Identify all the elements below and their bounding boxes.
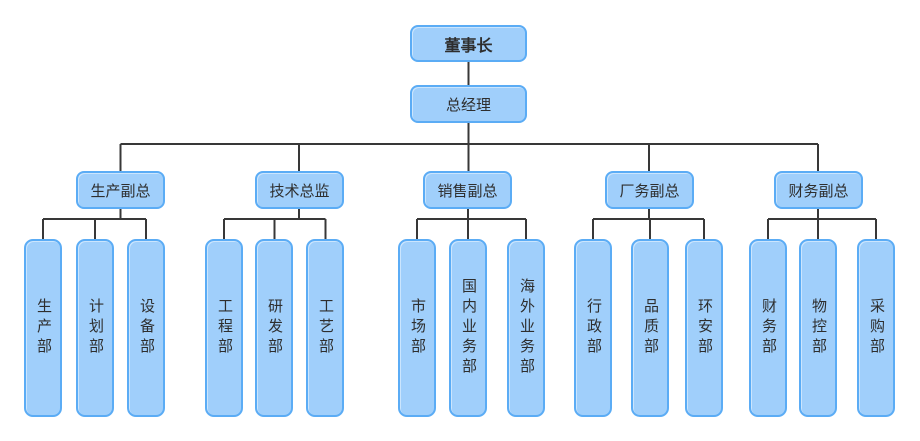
node-chairman-label: 董事长 [444, 37, 493, 55]
node-vp-factory-affairs-label: 厂务副总 [619, 182, 680, 200]
node-vp-sales-label: 销售副总 [437, 182, 498, 200]
node-general-manager[interactable]: 总经理 [410, 85, 527, 123]
node-dept-rnd-label: 研发部 [266, 298, 283, 358]
connector-group-production [42, 209, 147, 240]
node-dept-planning-label: 计划部 [87, 298, 104, 358]
node-dept-process[interactable]: 工艺部 [306, 239, 344, 417]
connector-group-finance [767, 209, 877, 240]
node-dept-overseas-business[interactable]: 海外业务部 [507, 239, 545, 417]
node-dept-purchasing[interactable]: 采购部 [857, 239, 895, 417]
node-dept-ehs[interactable]: 环安部 [685, 239, 723, 417]
connector-gm-executives [119, 123, 819, 171]
node-dept-production-label: 生产部 [35, 298, 52, 358]
node-vp-factory-affairs[interactable]: 厂务副总 [605, 171, 694, 209]
node-vp-finance-label: 财务副总 [788, 182, 849, 200]
connector-group-technology [223, 209, 327, 240]
node-dept-finance-label: 财务部 [760, 298, 777, 358]
node-dept-administration[interactable]: 行政部 [574, 239, 612, 417]
node-dept-domestic-business[interactable]: 国内业务部 [449, 239, 487, 417]
node-technical-director-label: 技术总监 [269, 182, 330, 200]
node-dept-finance[interactable]: 财务部 [749, 239, 787, 417]
node-dept-rnd[interactable]: 研发部 [255, 239, 293, 417]
node-dept-material-control-label: 物控部 [810, 298, 827, 358]
node-vp-production-label: 生产副总 [90, 182, 151, 200]
node-dept-quality[interactable]: 品质部 [631, 239, 669, 417]
node-dept-administration-label: 行政部 [585, 298, 602, 358]
node-dept-equipment[interactable]: 设备部 [127, 239, 165, 417]
node-dept-process-label: 工艺部 [317, 298, 334, 358]
node-dept-engineering-label: 工程部 [216, 298, 233, 358]
node-dept-marketing-label: 市场部 [409, 298, 426, 358]
node-dept-material-control[interactable]: 物控部 [799, 239, 837, 417]
node-dept-ehs-label: 环安部 [696, 298, 713, 358]
node-general-manager-label: 总经理 [445, 96, 491, 114]
node-chairman[interactable]: 董事长 [410, 25, 527, 62]
node-dept-equipment-label: 设备部 [138, 298, 155, 358]
node-dept-planning[interactable]: 计划部 [76, 239, 114, 417]
connector-group-sales [416, 209, 527, 240]
node-dept-production[interactable]: 生产部 [24, 239, 62, 417]
connector-group-factory [592, 209, 705, 240]
node-dept-overseas-business-label: 海外业务部 [518, 278, 535, 378]
node-dept-domestic-business-label: 国内业务部 [460, 278, 477, 378]
node-dept-quality-label: 品质部 [642, 298, 659, 358]
node-vp-production[interactable]: 生产副总 [76, 171, 165, 209]
node-dept-engineering[interactable]: 工程部 [205, 239, 243, 417]
node-vp-finance[interactable]: 财务副总 [774, 171, 863, 209]
node-dept-marketing[interactable]: 市场部 [398, 239, 436, 417]
node-vp-sales[interactable]: 销售副总 [423, 171, 512, 209]
node-technical-director[interactable]: 技术总监 [255, 171, 344, 209]
node-dept-purchasing-label: 采购部 [868, 298, 885, 358]
